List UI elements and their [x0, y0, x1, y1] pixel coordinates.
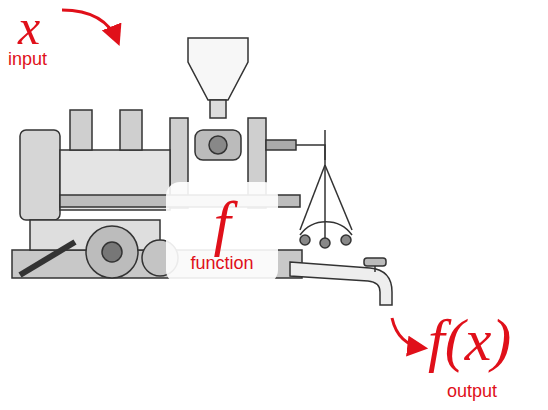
output-caption: output [447, 382, 497, 400]
function-caption: function [178, 254, 266, 274]
function-box: ffunction [166, 182, 278, 284]
function-symbol: f [178, 192, 266, 254]
output-expression: f(x) [428, 310, 511, 370]
input-caption: input [8, 50, 47, 68]
input-variable: x [18, 2, 40, 52]
